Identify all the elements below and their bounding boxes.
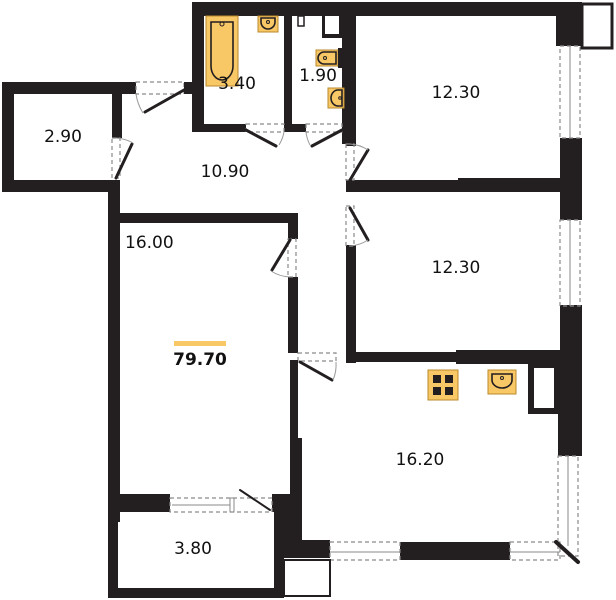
bedroom-2-door <box>345 205 370 247</box>
kitchen-windows <box>329 455 580 564</box>
bedroom-2-walls <box>346 245 582 365</box>
balcony-column <box>580 2 614 50</box>
kitchen-walls <box>280 360 582 560</box>
bathtub-icon <box>205 15 239 87</box>
storage-room-walls <box>2 82 136 192</box>
room-area-storage: 2.90 <box>44 127 82 147</box>
kitchen-sink-icon <box>487 369 517 395</box>
bedroom-1-window <box>559 45 581 139</box>
hallway-walls <box>108 192 298 522</box>
kitchen-door <box>297 352 337 382</box>
bedroom-1-door <box>345 143 370 182</box>
room-area-kitchen: 16.20 <box>395 450 445 470</box>
room-area-hallway: 10.90 <box>200 162 250 182</box>
toilet-door <box>305 123 344 148</box>
bathroom-walls <box>192 2 564 144</box>
room-area-bedroom-1: 12.30 <box>431 83 481 103</box>
living-room-door <box>270 238 297 278</box>
room-area-bathroom: 3.40 <box>218 74 256 94</box>
room-area-balcony: 3.80 <box>174 539 212 559</box>
bedroom-1-walls <box>346 2 582 220</box>
total-area: 79.70 <box>173 350 227 370</box>
bedroom-2-window <box>559 219 581 307</box>
entry-door <box>135 81 186 114</box>
room-area-bedroom-2: 12.30 <box>431 258 481 278</box>
total-area-accent-bar <box>174 341 226 346</box>
balcony-walls <box>108 494 331 598</box>
room-area-living-room: 16.00 <box>125 233 174 253</box>
balcony-door <box>169 489 273 513</box>
toilet-icon <box>315 48 344 68</box>
sink-icon <box>327 87 345 109</box>
storage-door <box>111 137 134 180</box>
room-area-toilet: 1.90 <box>299 66 337 86</box>
stove-icon <box>427 369 459 401</box>
sink-icon <box>257 15 279 33</box>
bathroom-door <box>244 123 285 148</box>
